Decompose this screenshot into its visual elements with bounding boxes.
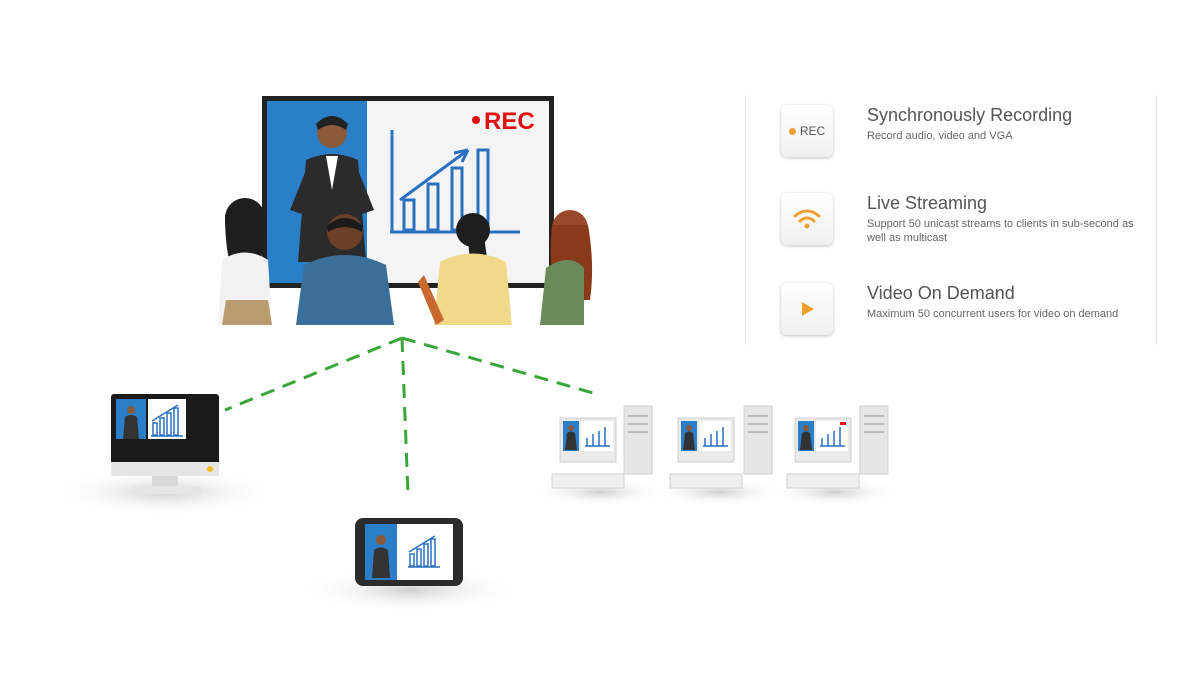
- rec-icon: REC: [781, 105, 833, 157]
- feature-description: Record audio, video and VGA: [867, 130, 1013, 142]
- workstation-2: [653, 405, 783, 506]
- feature-live-streaming: Live Streaming Support 50 unicast stream…: [781, 193, 1161, 253]
- link-lab: [401, 336, 601, 397]
- feature-recording: REC Synchronously Recording Record audio…: [781, 105, 1161, 165]
- growth-chart: [390, 130, 520, 234]
- feature-title: Video On Demand: [867, 283, 1015, 303]
- audience-member-4: [540, 210, 593, 325]
- desktop-client: [55, 394, 275, 516]
- workstation-3: [770, 405, 900, 506]
- feature-panel: REC Synchronously Recording Record audio…: [745, 95, 1157, 345]
- connection-lines: [224, 336, 601, 496]
- play-icon: [781, 283, 833, 335]
- audience-member-2: [296, 214, 394, 325]
- feature-description: Maximum 50 concurrent users for video on…: [867, 308, 1119, 320]
- wifi-icon: [781, 193, 833, 245]
- audience-member-3: [418, 213, 512, 325]
- rec-label: REC: [484, 108, 535, 135]
- audience-member-1: [218, 198, 272, 325]
- feature-title: Synchronously Recording: [867, 105, 1073, 125]
- rec-icon-label: REC: [799, 124, 826, 138]
- feature-title: Live Streaming: [867, 193, 988, 213]
- feature-video-on-demand: Video On Demand Maximum 50 concurrent us…: [781, 283, 1161, 343]
- rec-dot: [472, 116, 480, 124]
- link-desktop: [224, 336, 403, 412]
- feature-description: Support 50 unicast streams to clients in…: [867, 218, 1134, 244]
- tablet-client: [300, 518, 520, 612]
- link-tablet: [400, 337, 410, 496]
- workstation-1: [535, 405, 665, 506]
